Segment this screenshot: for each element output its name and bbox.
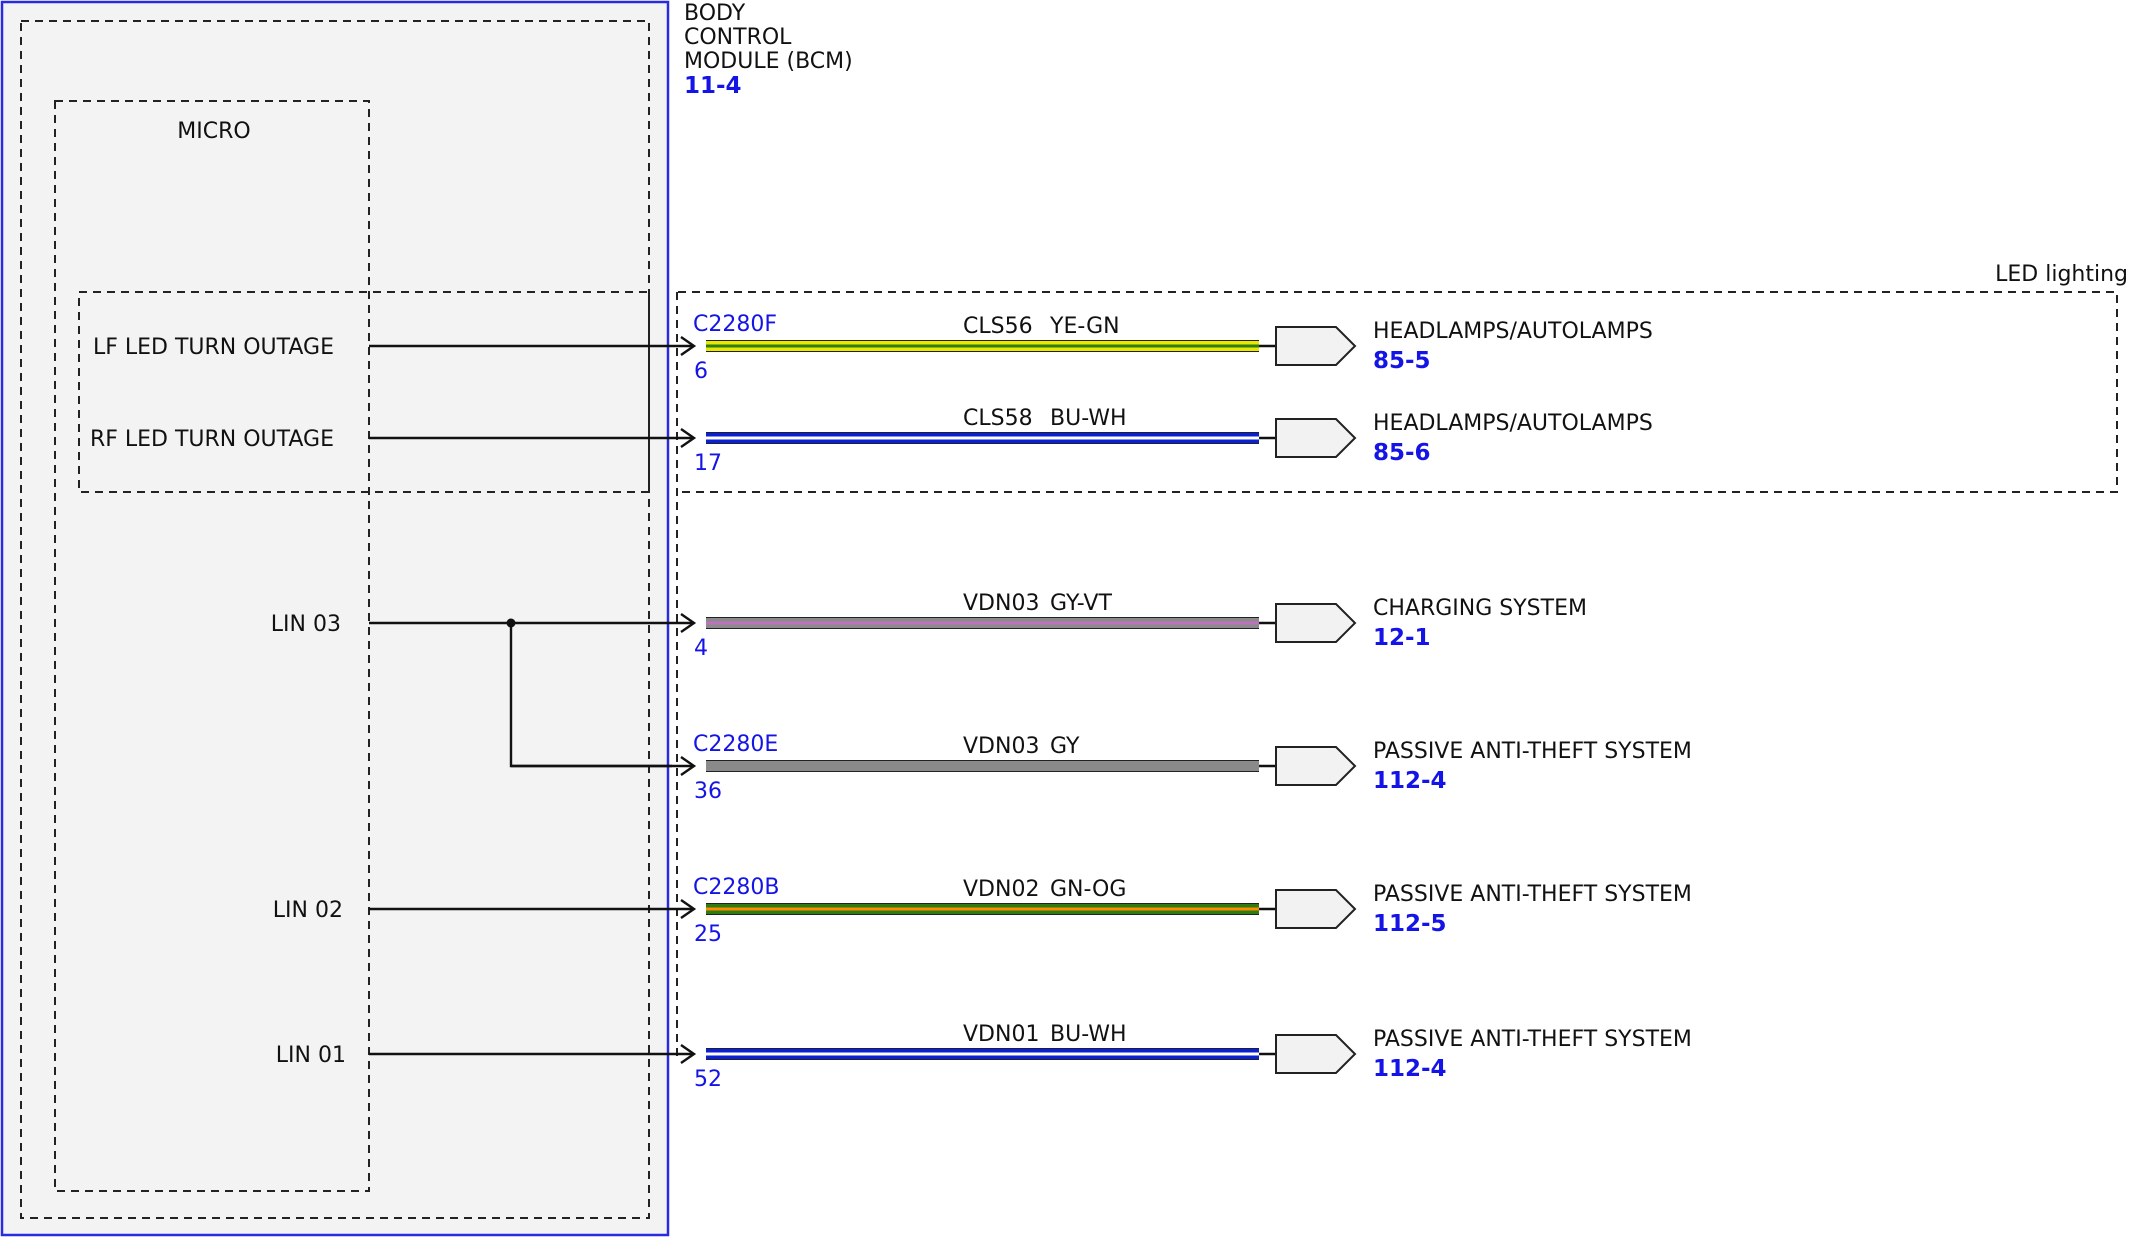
bcm-title-line-2: CONTROL <box>684 25 792 50</box>
row-4-pin-chevron[interactable] <box>680 756 697 776</box>
bcm-module-box[interactable] <box>0 0 670 1237</box>
row-3-destination-name: CHARGING SYSTEM <box>1373 596 1587 621</box>
bcm-title-line-1: BODY <box>684 1 746 26</box>
row-1-destination-connector[interactable] <box>1275 326 1357 366</box>
row-5-pin-chevron[interactable] <box>680 899 697 919</box>
row-4-destination-connector[interactable] <box>1275 746 1357 786</box>
row-1-pin-chevron[interactable] <box>680 336 697 356</box>
row-6-pin-chevron[interactable] <box>680 1044 697 1064</box>
row-6-pin-number: 52 <box>694 1067 722 1092</box>
row-2-destination-ref[interactable]: 85-6 <box>1373 440 1431 466</box>
row-4-destination-ref[interactable]: 112-4 <box>1373 768 1447 794</box>
row-2-destination-connector[interactable] <box>1275 418 1357 458</box>
row-5-destination-connector[interactable] <box>1275 889 1357 929</box>
row-2-signal-label: RF LED TURN OUTAGE <box>90 427 334 452</box>
row-3-destination-ref[interactable]: 12-1 <box>1373 625 1431 651</box>
row-4-wire-color-code: GY <box>1050 734 1080 759</box>
row-2-circuit-number: CLS58 <box>963 406 1033 431</box>
row-3-destination-connector[interactable] <box>1275 603 1357 643</box>
row-6-destination-connector[interactable] <box>1275 1034 1357 1074</box>
row-5-signal-label: LIN 02 <box>273 898 343 923</box>
row-5-destination-name: PASSIVE ANTI-THEFT SYSTEM <box>1373 882 1692 907</box>
row-6-wire-color-code: BU-WH <box>1050 1022 1127 1047</box>
row-1-circuit-number: CLS56 <box>963 314 1033 339</box>
row-6-destination-ref[interactable]: 112-4 <box>1373 1056 1447 1082</box>
bcm-inner-boundary <box>20 20 650 1219</box>
bcm-title-line-3: MODULE (BCM) <box>684 49 853 74</box>
led-lighting-group-left <box>78 291 650 493</box>
row-4-pin-number: 36 <box>694 779 722 804</box>
bcm-page-ref[interactable]: 11-4 <box>684 73 742 99</box>
row-6-signal-label: LIN 01 <box>276 1043 346 1068</box>
row-1-signal-label: LF LED TURN OUTAGE <box>93 335 334 360</box>
row-5-circuit-number: VDN02 <box>963 877 1039 902</box>
row-4-connector-id[interactable]: C2280E <box>693 732 778 757</box>
row-5-destination-ref[interactable]: 112-5 <box>1373 911 1447 937</box>
row-1-wire-color-code: YE-GN <box>1049 314 1120 339</box>
row-5-pin-number: 25 <box>694 922 722 947</box>
row-6-circuit-number: VDN01 <box>963 1022 1039 1047</box>
micro-label: MICRO <box>177 119 250 144</box>
row-3-pin-chevron[interactable] <box>680 613 697 633</box>
row-2-destination-name: HEADLAMPS/AUTOLAMPS <box>1373 411 1653 436</box>
row-1-connector-id[interactable]: C2280F <box>693 312 777 337</box>
row-2-pin-number: 17 <box>694 451 722 476</box>
row-4-destination-name: PASSIVE ANTI-THEFT SYSTEM <box>1373 739 1692 764</box>
row-3-pin-number: 4 <box>694 636 708 661</box>
row-3-circuit-number: VDN03 <box>963 591 1039 616</box>
row-2-pin-chevron[interactable] <box>680 428 697 448</box>
row-1-pin-number: 6 <box>694 359 708 384</box>
row-5-wire-stripe-color <box>706 907 1259 911</box>
micro-boundary <box>54 100 370 1192</box>
row-4-circuit-number: VDN03 <box>963 734 1039 759</box>
row-3-signal-label: LIN 03 <box>271 612 341 637</box>
row-3-wire-color-code: GY-VT <box>1050 591 1112 616</box>
row-5-wire-color-code: GN-OG <box>1050 877 1126 902</box>
row-6-wire-stripe-color <box>706 1052 1259 1056</box>
row-3-wire-stripe-color <box>706 621 1259 625</box>
row-5-connector-id[interactable]: C2280B <box>693 875 779 900</box>
led-lighting-group-label: LED lighting <box>1995 262 2128 287</box>
led-lighting-group-right <box>678 291 2118 493</box>
row-1-destination-name: HEADLAMPS/AUTOLAMPS <box>1373 319 1653 344</box>
row-4-wire-base-color <box>706 761 1259 771</box>
row-2-wire-color-code: BU-WH <box>1050 406 1127 431</box>
circuit-rows: LF LED TURN OUTAGE C2280F 6 CLS56 YE-GN HEADL… <box>90 312 1692 1092</box>
row-1-wire-stripe-color <box>706 344 1259 348</box>
row-1-destination-ref[interactable]: 85-5 <box>1373 348 1431 374</box>
row-6-destination-name: PASSIVE ANTI-THEFT SYSTEM <box>1373 1027 1692 1052</box>
row-2-wire-stripe-color <box>706 436 1259 440</box>
